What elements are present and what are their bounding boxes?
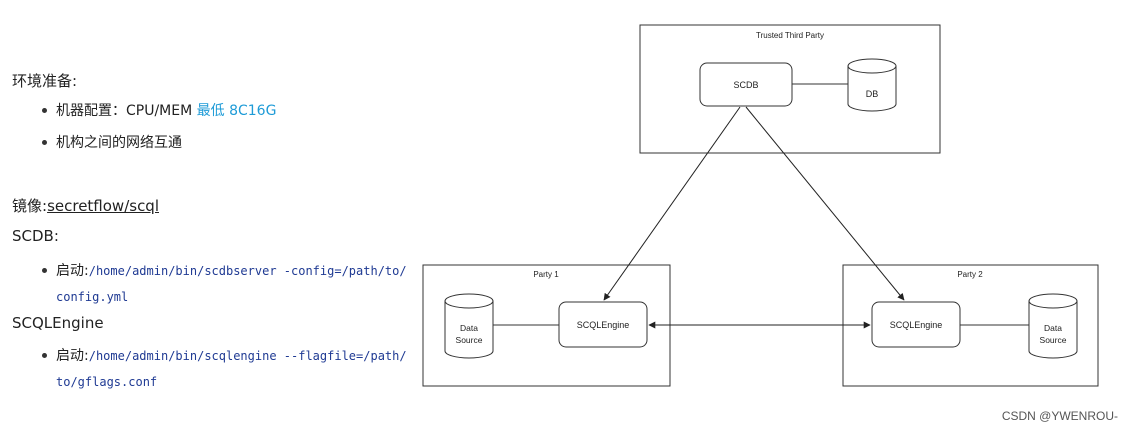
engine-start-label: 启动: xyxy=(56,348,89,364)
image-line: 镜像:secretflow/scql xyxy=(12,195,159,216)
party2-ds-line1: Data xyxy=(1044,323,1062,333)
party2-title: Party 2 xyxy=(957,270,983,279)
scdb-to-party1-arrow xyxy=(603,106,741,301)
bullet-dot xyxy=(42,268,47,273)
db-node-label: DB xyxy=(866,89,879,99)
db-cylinder-icon xyxy=(847,58,897,112)
image-value: secretflow/scql xyxy=(47,197,159,215)
engine-command-cont: to/gflags.conf xyxy=(56,375,158,389)
scdb-command: /home/admin/bin/scdbserver -config=/path… xyxy=(88,264,407,278)
party1-data-source-icon xyxy=(444,293,494,359)
party1-engine-node xyxy=(558,301,648,348)
trusted-third-party-box xyxy=(639,24,941,154)
scdb-node-label: SCDB xyxy=(733,80,758,90)
env-heading: 环境准备: xyxy=(12,72,78,90)
party1-title: Party 1 xyxy=(533,270,559,279)
trusted-third-party-title: Trusted Third Party xyxy=(756,31,824,40)
env-item-network: 机构之间的网络互通 xyxy=(56,135,182,151)
scdb-start-line: 启动:/home/admin/bin/scdbserver -config=/p… xyxy=(56,260,407,280)
bullet-dot xyxy=(42,108,47,113)
scdb-heading: SCDB: xyxy=(12,227,59,245)
bullet-dot xyxy=(42,353,47,358)
watermark: CSDN @YWENROU- xyxy=(1001,409,1118,423)
party1-ds-line2: Source xyxy=(456,335,483,345)
party2-ds-line2: Source xyxy=(1040,335,1067,345)
engine-heading: SCQLEngine xyxy=(12,314,104,332)
party1-ds-line1: Data xyxy=(460,323,478,333)
party1-engine-label: SCQLEngine xyxy=(577,320,630,330)
bullet-dot xyxy=(42,140,47,145)
setup-notes: 环境准备: 机器配置：CPU/MEM 最低 8C16G 机构之间的网络互通 镜像… xyxy=(0,0,430,433)
image-label: 镜像: xyxy=(12,197,48,215)
party2-engine-label: SCQLEngine xyxy=(890,320,943,330)
env-item-hardware: 机器配置：CPU/MEM 最低 8C16G xyxy=(56,100,276,120)
engine-command: /home/admin/bin/scqlengine --flagfile=/p… xyxy=(88,349,407,363)
scdb-command-cont: config.yml xyxy=(56,290,129,304)
scdb-to-party2-arrow xyxy=(745,106,905,301)
scdb-start-label: 启动: xyxy=(56,263,89,279)
engine-start-line: 启动:/home/admin/bin/scqlengine --flagfile… xyxy=(56,345,407,365)
min-spec-highlight: 最低 8C16G xyxy=(196,103,277,119)
env-item-hardware-text: 机器配置：CPU/MEM xyxy=(56,103,197,119)
party2-data-source-icon xyxy=(1028,293,1078,359)
